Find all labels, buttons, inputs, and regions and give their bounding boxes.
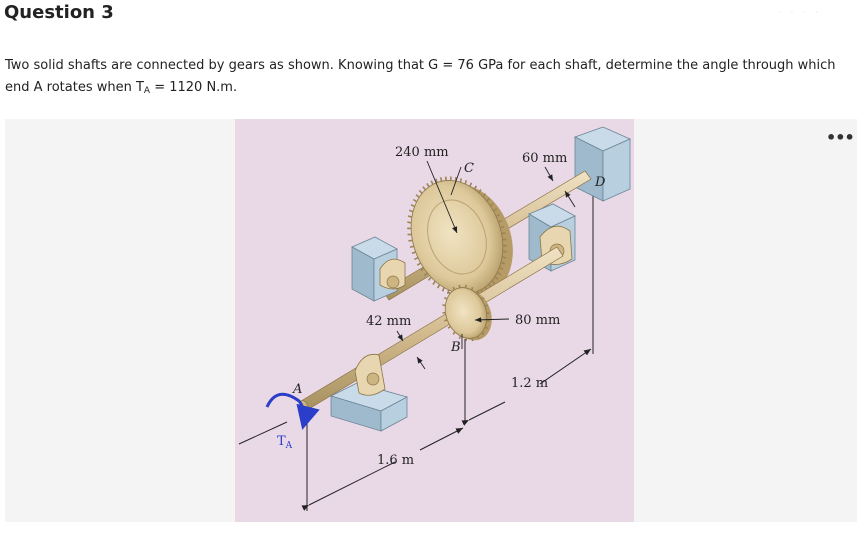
support-block-d bbox=[573, 126, 631, 202]
gear-tooth bbox=[469, 182, 473, 187]
gear-tooth bbox=[484, 326, 489, 330]
gear-tooth bbox=[416, 262, 422, 266]
gear-tooth bbox=[439, 177, 443, 182]
gear-tooth bbox=[486, 197, 491, 202]
gear-tooth bbox=[430, 180, 434, 185]
gear-tooth bbox=[422, 186, 426, 191]
gear-tooth bbox=[496, 271, 502, 276]
gear-c bbox=[407, 176, 513, 298]
label-torque-t: T bbox=[277, 434, 286, 449]
gear-tooth bbox=[426, 183, 430, 188]
label-60mm: 60 mm bbox=[522, 151, 567, 166]
gear-tooth bbox=[464, 179, 468, 185]
gear-tooth bbox=[452, 286, 456, 291]
support-block-bottom bbox=[329, 353, 409, 432]
gear-tooth bbox=[443, 296, 448, 300]
gear-tooth bbox=[435, 178, 438, 183]
gear-tooth bbox=[458, 284, 461, 289]
gear-tooth bbox=[492, 208, 498, 212]
gear-tooth bbox=[408, 209, 414, 213]
gear-tooth bbox=[407, 215, 413, 218]
gear-shaft-figure: 240 mm 60 mm 42 mm 80 mm 1.2 m 1.6 m A B… bbox=[235, 119, 634, 522]
gear-tooth bbox=[423, 272, 428, 277]
gear-b bbox=[442, 284, 492, 342]
gear-tooth bbox=[441, 287, 445, 292]
gear-tooth bbox=[473, 185, 478, 190]
gear-tooth bbox=[481, 297, 485, 301]
gear-tooth bbox=[499, 266, 504, 271]
gear-tooth bbox=[489, 202, 494, 207]
gear-tooth bbox=[486, 319, 490, 322]
label-1-2m: 1.2 m bbox=[511, 376, 548, 391]
gear-tooth bbox=[500, 261, 506, 265]
label-point-a: A bbox=[292, 382, 302, 397]
gear-tooth bbox=[444, 176, 447, 181]
gear-tooth bbox=[471, 337, 474, 342]
gear-tooth bbox=[491, 280, 496, 285]
label-80mm: 80 mm bbox=[515, 313, 560, 328]
gear-tooth bbox=[495, 213, 500, 218]
label-42mm: 42 mm bbox=[366, 314, 411, 329]
support-block-left bbox=[351, 236, 406, 302]
label-point-b: B bbox=[450, 340, 461, 355]
question-text-subscript: A bbox=[143, 86, 151, 96]
gear-tooth bbox=[436, 284, 441, 289]
gear-tooth bbox=[501, 232, 506, 235]
gear-tooth bbox=[476, 335, 480, 340]
leader-arrows bbox=[396, 160, 576, 370]
question-text: Two solid shafts are connected by gears … bbox=[5, 55, 857, 102]
question-text-part2: = 1120 N.m. bbox=[150, 80, 238, 95]
gear-tooth bbox=[501, 256, 507, 259]
faint-header-marks: · · · · bbox=[778, 8, 822, 19]
question-text-part1: Two solid shafts are connected by gears … bbox=[5, 58, 836, 95]
gear-tooth bbox=[447, 290, 451, 295]
gear-tooth bbox=[408, 239, 413, 242]
gear-tooth bbox=[476, 291, 480, 295]
gear-tooth bbox=[498, 219, 503, 223]
gear-tooth bbox=[494, 276, 499, 280]
label-1-6m: 1.6 m bbox=[377, 453, 414, 468]
gear-tooth bbox=[478, 189, 482, 194]
label-torque-sub: A bbox=[285, 441, 293, 451]
gear-tooth bbox=[407, 221, 412, 224]
gear-tooth bbox=[481, 331, 485, 336]
gear-tooth bbox=[412, 198, 418, 203]
label-torque: TA bbox=[277, 434, 293, 451]
label-240mm: 240 mm bbox=[395, 145, 449, 160]
gear-tooth bbox=[415, 194, 420, 198]
gear-tooth bbox=[447, 325, 451, 329]
gear-tooth bbox=[459, 178, 462, 183]
gear-tooth bbox=[444, 319, 448, 322]
more-options-icon[interactable]: ••• bbox=[826, 128, 855, 147]
gear-tooth bbox=[499, 225, 505, 229]
gear-tooth bbox=[470, 286, 474, 291]
gear-tooth bbox=[427, 276, 432, 281]
gear-tooth bbox=[409, 245, 415, 249]
gear-tooth bbox=[418, 189, 423, 194]
gear-tooth bbox=[502, 250, 507, 253]
gear-tooth bbox=[458, 335, 462, 340]
gear-tooth bbox=[482, 193, 487, 198]
gear-tooth bbox=[484, 304, 488, 307]
gear-tooth bbox=[452, 331, 456, 335]
gear-tooth bbox=[410, 203, 415, 208]
gear-tooth bbox=[432, 280, 436, 285]
torque-arrow-icon bbox=[265, 392, 320, 430]
gear-tooth bbox=[411, 251, 416, 255]
gear-tooth bbox=[442, 304, 446, 307]
dimension-lines bbox=[238, 191, 594, 511]
gear-tooth bbox=[420, 267, 425, 272]
question-title: Question 3 bbox=[4, 2, 114, 23]
gear-tooth bbox=[414, 256, 419, 261]
label-point-c: C bbox=[464, 161, 474, 176]
label-point-d: D bbox=[594, 175, 606, 190]
